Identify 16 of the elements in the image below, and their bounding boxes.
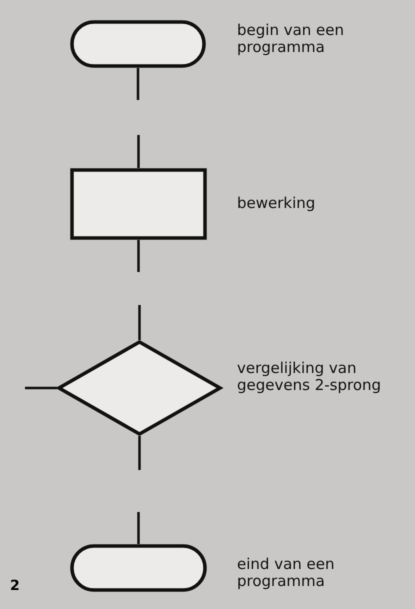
process-box — [70, 168, 207, 240]
connector-line — [136, 68, 140, 100]
decision-diamond — [57, 340, 222, 436]
symbol-caption: bewerking — [237, 195, 316, 212]
connector-line — [137, 240, 140, 272]
symbol-caption: vergelijking van gegevens 2-sprong — [237, 360, 382, 394]
symbol-caption: begin van een programma — [237, 22, 346, 56]
connector-line — [138, 436, 141, 470]
connector-line — [137, 135, 140, 168]
connector-line — [25, 386, 57, 390]
terminal-symbol — [70, 544, 207, 592]
connector-line — [138, 305, 141, 340]
terminal-symbol — [70, 20, 206, 68]
figure-number: 2 — [10, 578, 20, 594]
symbol-caption: eind van een programma — [237, 556, 336, 590]
connector-line — [137, 512, 140, 544]
